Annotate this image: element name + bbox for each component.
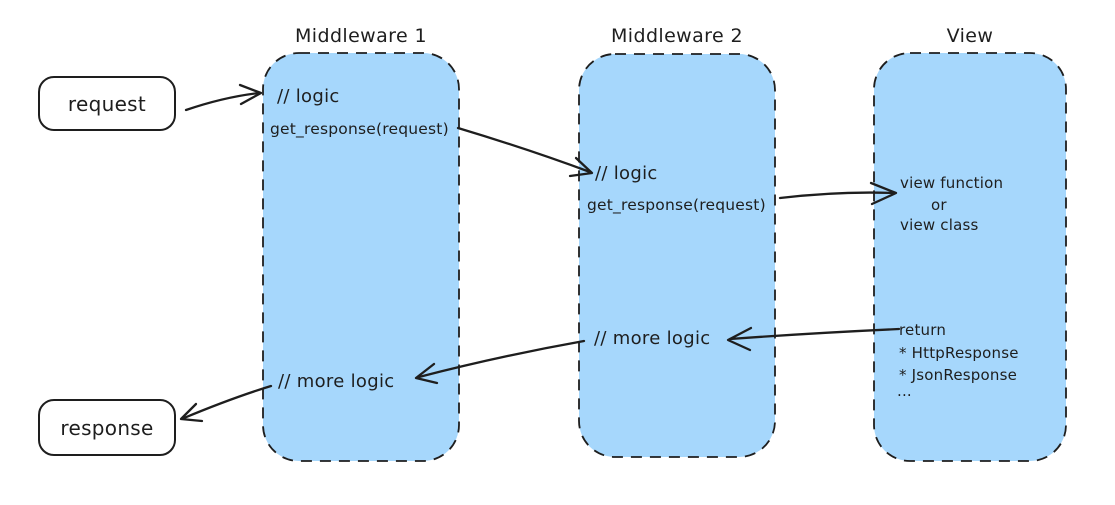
arrow-middleware2-to-view: [778, 181, 898, 206]
view-title: View: [946, 25, 994, 47]
view-return-label: return: [899, 321, 947, 339]
response-label: response: [60, 415, 154, 440]
middleware2-box: [578, 53, 776, 458]
middleware2-logic-label: // logic: [595, 163, 658, 184]
middleware1-logic-label: // logic: [277, 86, 340, 107]
middleware2-more-logic-label: // more logic: [594, 328, 711, 349]
middleware2-get-response-label: get_response(request): [587, 196, 766, 214]
middleware1-title: Middleware 1: [295, 25, 427, 47]
request-label: request: [67, 91, 147, 116]
middleware2-title: Middleware 2: [611, 25, 743, 47]
arrow-request-to-middleware1: [184, 83, 263, 112]
view-box: [873, 52, 1067, 462]
middleware1-get-response-label: get_response(request): [270, 120, 449, 138]
arrow-middleware1-to-middleware2: [456, 126, 594, 178]
view-or-label: or: [931, 196, 947, 214]
view-json-response-label: * JsonResponse: [899, 366, 1018, 384]
middleware1-box: [262, 52, 460, 462]
request-node: request: [38, 76, 176, 131]
arrow-view-to-middleware2: [726, 326, 901, 352]
view-function-label: view function: [900, 174, 1004, 192]
arrow-middleware1-to-response: [179, 384, 273, 423]
middleware1-more-logic-label: // more logic: [278, 371, 395, 392]
view-ellipsis-label: ...: [897, 382, 912, 400]
view-class-label: view class: [900, 216, 979, 234]
response-node: response: [38, 399, 176, 456]
view-http-response-label: * HttpResponse: [899, 344, 1019, 362]
arrow-middleware2-to-middleware1: [414, 339, 586, 385]
